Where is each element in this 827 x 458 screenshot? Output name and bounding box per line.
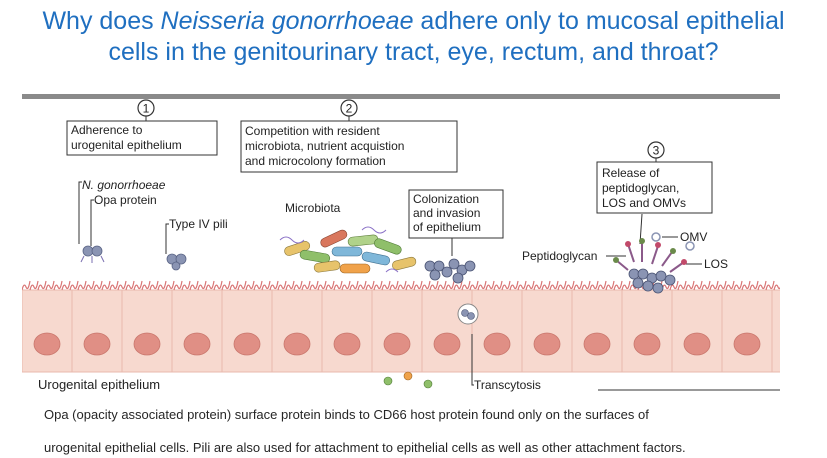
epithelial-cell (771, 289, 780, 373)
cell-nucleus (483, 332, 511, 356)
los-label: LOS (704, 257, 728, 271)
step-3: 3 Release of peptidoglycan, LOS and OMVs (596, 141, 713, 245)
type-iv-pili-label: Type IV pili (169, 217, 228, 231)
colonization-cluster (424, 258, 476, 284)
step-3-line-1: Release of (602, 166, 660, 180)
step-3-box (596, 161, 713, 214)
epithelial-cell (371, 289, 423, 373)
opa-pointer (78, 181, 82, 244)
cell-nucleus (733, 332, 761, 356)
caption-line-2: urogenital epithelial cells. Pili are al… (44, 440, 686, 455)
cell-nucleus (533, 332, 561, 356)
title-line-1: Why does Neisseria gonorrhoeae adhere on… (0, 6, 827, 37)
page-title: Why does Neisseria gonorrhoeae adhere on… (0, 6, 827, 68)
peptidoglycan-label: Peptidoglycan (522, 249, 597, 263)
cell-nucleus (633, 332, 661, 356)
title-species: Neisseria gonorrhoeae (160, 7, 414, 35)
step-1-number: 1 (143, 102, 150, 116)
cell-nucleus (233, 332, 261, 356)
step-2-line-1: Competition with resident (245, 124, 380, 138)
title-post: adhere only to mucosal epithelial (413, 7, 785, 35)
step-1: 1 Adherence to urogenital epithelium (66, 99, 218, 156)
cell-nucleus (133, 332, 161, 356)
figure-top-bar (22, 94, 780, 99)
microvilli-layer (22, 280, 780, 291)
epithelial-cell (22, 289, 73, 373)
cell-nucleus (383, 332, 411, 356)
epithelial-cell (571, 289, 623, 373)
epithelial-cell (521, 289, 573, 373)
cell-nucleus (583, 332, 611, 356)
cell-nucleus (683, 332, 711, 356)
cell-nucleus (283, 332, 311, 356)
transcytosis-pointer (471, 334, 474, 386)
epithelial-cell (121, 289, 173, 373)
gonorrhoeae-adhesion-diagram: 1 Adherence to urogenital epithelium 2 C… (22, 94, 780, 392)
cell-nucleus (183, 332, 211, 356)
cell-nucleus (433, 332, 461, 356)
epithelial-cell (471, 289, 523, 373)
cell-nucleus (333, 332, 361, 356)
epithelial-cell (321, 289, 373, 373)
epithelial-cell (421, 289, 473, 373)
pili-pointer (165, 223, 169, 254)
step-2-number: 2 (346, 102, 353, 116)
colonization-box-frame (408, 189, 504, 239)
epithelial-cell (221, 289, 273, 373)
transcytosis-vesicle (457, 303, 479, 325)
colonization-line-1: Colonization (413, 192, 479, 206)
colonization-box: Colonization and invasion of epithelium (408, 189, 504, 256)
step-2-box (240, 120, 458, 173)
organism-label: N. gonorrhoeae (82, 178, 166, 192)
epithelial-cell-layer (22, 289, 780, 373)
epithelial-cell (621, 289, 673, 373)
step-3-line-3: LOS and OMVs (602, 196, 686, 210)
cell-nucleus (33, 332, 61, 356)
opa-pointer-2 (90, 199, 94, 246)
title-line-2: cells in the genitourinary tract, eye, r… (108, 38, 719, 66)
epithelial-cell (171, 289, 223, 373)
microbiota-cluster (279, 226, 417, 274)
epithelial-cell (721, 289, 773, 373)
transcytosis-label: Transcytosis (474, 378, 541, 392)
title-pre: Why does (42, 7, 161, 35)
epithelium-label: Urogenital epithelium (38, 377, 160, 392)
step-2-line-2: microbiota, nutrient acquistion (245, 139, 404, 153)
cell-nucleus (83, 332, 111, 356)
step-1-line-1: Adherence to (71, 123, 143, 137)
step-2: 2 Competition with resident microbiota, … (240, 99, 458, 173)
colonization-line-2: and invasion (413, 206, 480, 220)
step-1-line-2: urogenital epithelium (71, 138, 182, 152)
epithelial-cell (671, 289, 723, 373)
caption-line-1: Opa (opacity associated protein) surface… (44, 407, 649, 422)
omv-label: OMV (680, 230, 707, 244)
epithelial-cell (271, 289, 323, 373)
colonization-line-3: of epithelium (413, 220, 481, 234)
adhered-diplococcus-1 (80, 245, 105, 263)
step-3-number: 3 (653, 144, 660, 158)
step-3-line-2: peptidoglycan, (602, 181, 679, 195)
omv-release-cluster (613, 232, 695, 294)
step-2-line-3: and microcolony formation (245, 154, 386, 168)
step-1-box (66, 120, 218, 156)
adhered-diplococcus-2 (166, 253, 187, 271)
epithelial-cell (71, 289, 123, 373)
microbiota-label: Microbiota (285, 201, 341, 215)
opa-protein-label: Opa protein (94, 193, 157, 207)
released-cocci (383, 371, 433, 389)
